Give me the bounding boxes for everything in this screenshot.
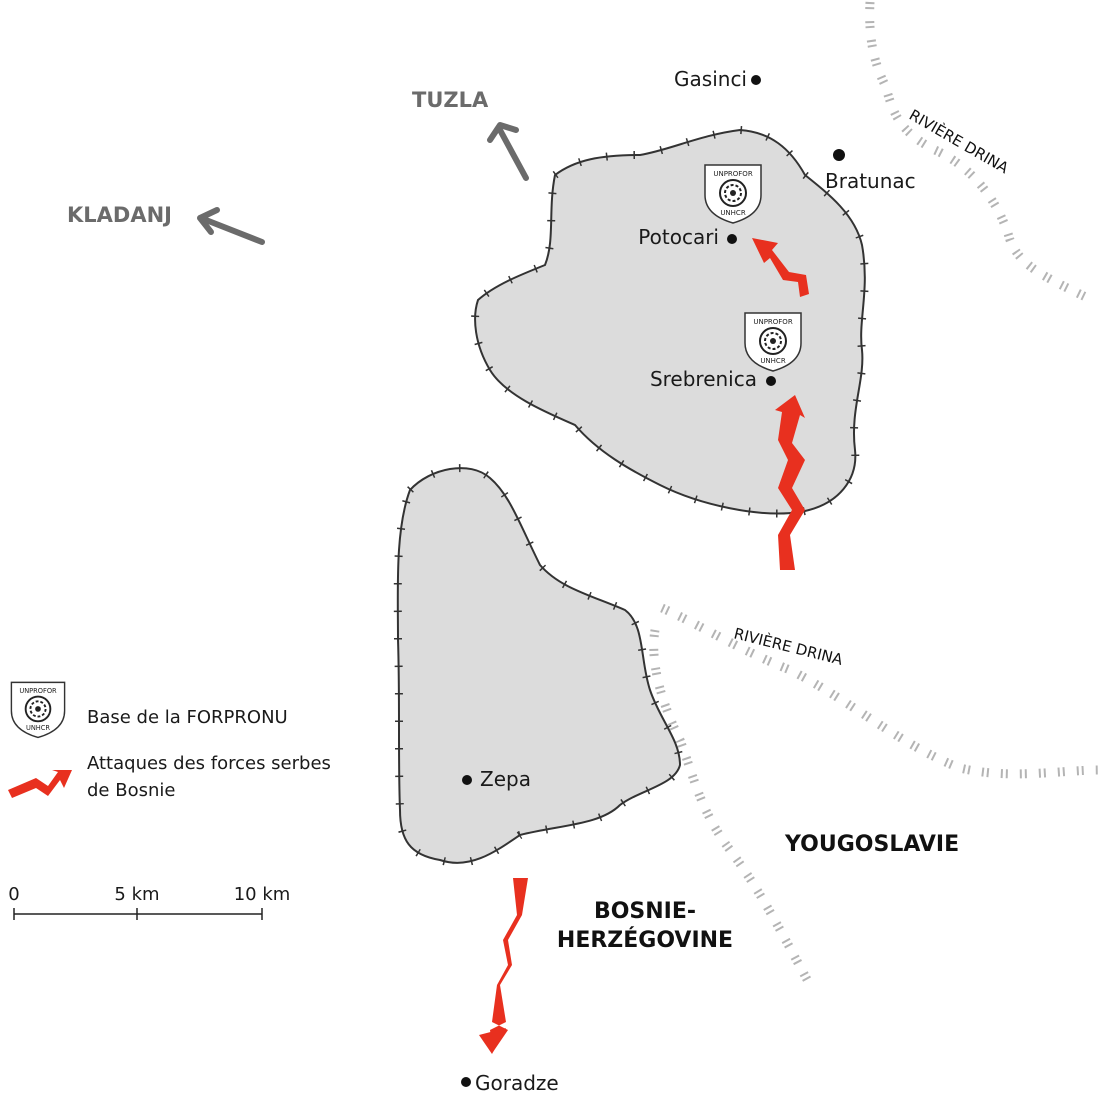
city-label-gasinci: Gasinci	[674, 67, 747, 91]
drina-river-south	[660, 603, 1101, 779]
legend-attack-label-2: de Bosnie	[87, 780, 175, 801]
drina-river-north	[865, 1, 1094, 305]
city-label-bratunac: Bratunac	[825, 169, 916, 193]
zepa-enclave	[396, 467, 682, 864]
svg-text:UNPROFOR: UNPROFOR	[713, 170, 752, 178]
attack-arrow-potocari	[752, 238, 809, 297]
gasinci-dot	[751, 75, 761, 85]
direction-arrow-kladanj-icon	[197, 207, 265, 245]
srebrenica-dot	[766, 376, 776, 386]
city-label-goradze: Goradze	[475, 1071, 559, 1095]
attack-arrow-srebrenica	[775, 395, 805, 570]
direction-label-tuzla: TUZLA	[412, 88, 489, 112]
legend-unprofor-icon: UNPROFOR UNHCR	[10, 681, 66, 739]
srebrenica-enclave	[474, 128, 866, 515]
scale-label-0: 0	[8, 884, 19, 905]
scale-bar: 0 5 km 10 km	[8, 884, 290, 920]
legend-base-label: Base de la FORPRONU	[87, 707, 288, 728]
legend-attack-label-1: Attaques des forces serbes	[87, 753, 331, 774]
scale-label-10: 10 km	[234, 884, 291, 905]
svg-text:UNHCR: UNHCR	[760, 357, 786, 365]
svg-text:UNHCR: UNHCR	[720, 209, 746, 217]
attack-arrow-goradze	[479, 878, 528, 1054]
unprofor-base-potocari-icon: UNPROFOR UNHCR	[704, 164, 762, 224]
legend: UNPROFOR UNHCR Base de la FORPRONU Attaq…	[8, 681, 331, 801]
border-dashed	[649, 629, 814, 988]
bratunac-dot	[833, 149, 845, 161]
zepa-dot	[462, 775, 472, 785]
country-label-bosnie-2: HERZÉGOVINE	[557, 927, 733, 953]
river-label-drina-south: RIVIÈRE DRINA	[732, 623, 846, 669]
svg-text:UNHCR: UNHCR	[26, 724, 50, 732]
country-label-bosnie-1: BOSNIE-	[594, 899, 696, 924]
city-label-srebrenica: Srebrenica	[650, 367, 757, 391]
city-label-zepa: Zepa	[480, 767, 531, 791]
city-label-potocari: Potocari	[638, 225, 719, 249]
direction-arrow-tuzla-icon	[487, 122, 529, 181]
country-label-yougoslavie: YOUGOSLAVIE	[784, 832, 959, 857]
unprofor-base-srebrenica-icon: UNPROFOR UNHCR	[744, 312, 802, 372]
potocari-dot	[727, 234, 737, 244]
scale-label-5: 5 km	[114, 884, 159, 905]
river-label-drina-north: RIVIÈRE DRINA	[906, 105, 1013, 178]
direction-label-kladanj: KLADANJ	[67, 203, 172, 227]
svg-text:UNPROFOR: UNPROFOR	[19, 687, 57, 695]
goradze-dot	[461, 1077, 471, 1087]
svg-text:UNPROFOR: UNPROFOR	[753, 318, 792, 326]
legend-attack-icon	[8, 770, 72, 798]
